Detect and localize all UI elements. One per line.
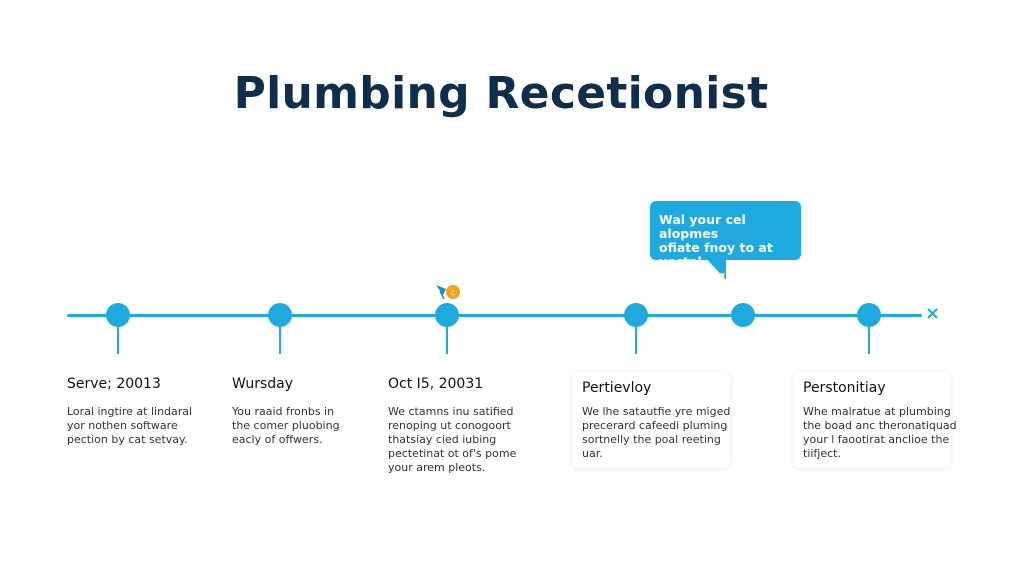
timeline-stem	[117, 316, 119, 354]
event-description: We ctamns inu satified renoping ut conog…	[388, 405, 517, 474]
timeline-stem	[868, 316, 870, 354]
event-description: Loral ingtire at lindaral yor nothen sof…	[67, 405, 193, 446]
callout-tail	[704, 256, 726, 280]
event-card	[793, 372, 950, 468]
event-description: We lhe satautfie yre miged precerard caf…	[582, 405, 731, 460]
timeline-stem	[446, 316, 448, 354]
timeline-node[interactable]	[731, 303, 755, 327]
timeline-line	[67, 314, 922, 317]
svg-text:c: c	[451, 288, 455, 297]
event-description: Whe malratue at plumbing the boad anc th…	[803, 405, 957, 460]
event-description: You raaid fronbs in the comer pluobing e…	[232, 405, 340, 446]
event-title: Wursday	[232, 376, 294, 392]
callout-line: Wal your cel alopmes	[659, 212, 746, 241]
timeline-stem	[635, 316, 637, 354]
callout-line: plumbing companyet	[659, 268, 737, 297]
callout-line: ofiate fnoy to at yoctal	[659, 240, 773, 269]
event-card	[572, 372, 730, 468]
event-title: Perstonitiay	[803, 380, 886, 396]
callout-bubble: Wal your cel alopmes ofiate fnoy to at y…	[650, 201, 801, 297]
timeline-stem	[279, 316, 281, 354]
pin-icon: c	[436, 285, 460, 300]
event-title: Oct I5, 20031	[388, 376, 484, 392]
event-title: Serve; 20013	[67, 376, 161, 392]
close-icon[interactable]: ×	[925, 303, 941, 324]
event-title: Pertievloy	[582, 380, 652, 396]
page-title: Plumbing Recetionist	[233, 68, 769, 119]
